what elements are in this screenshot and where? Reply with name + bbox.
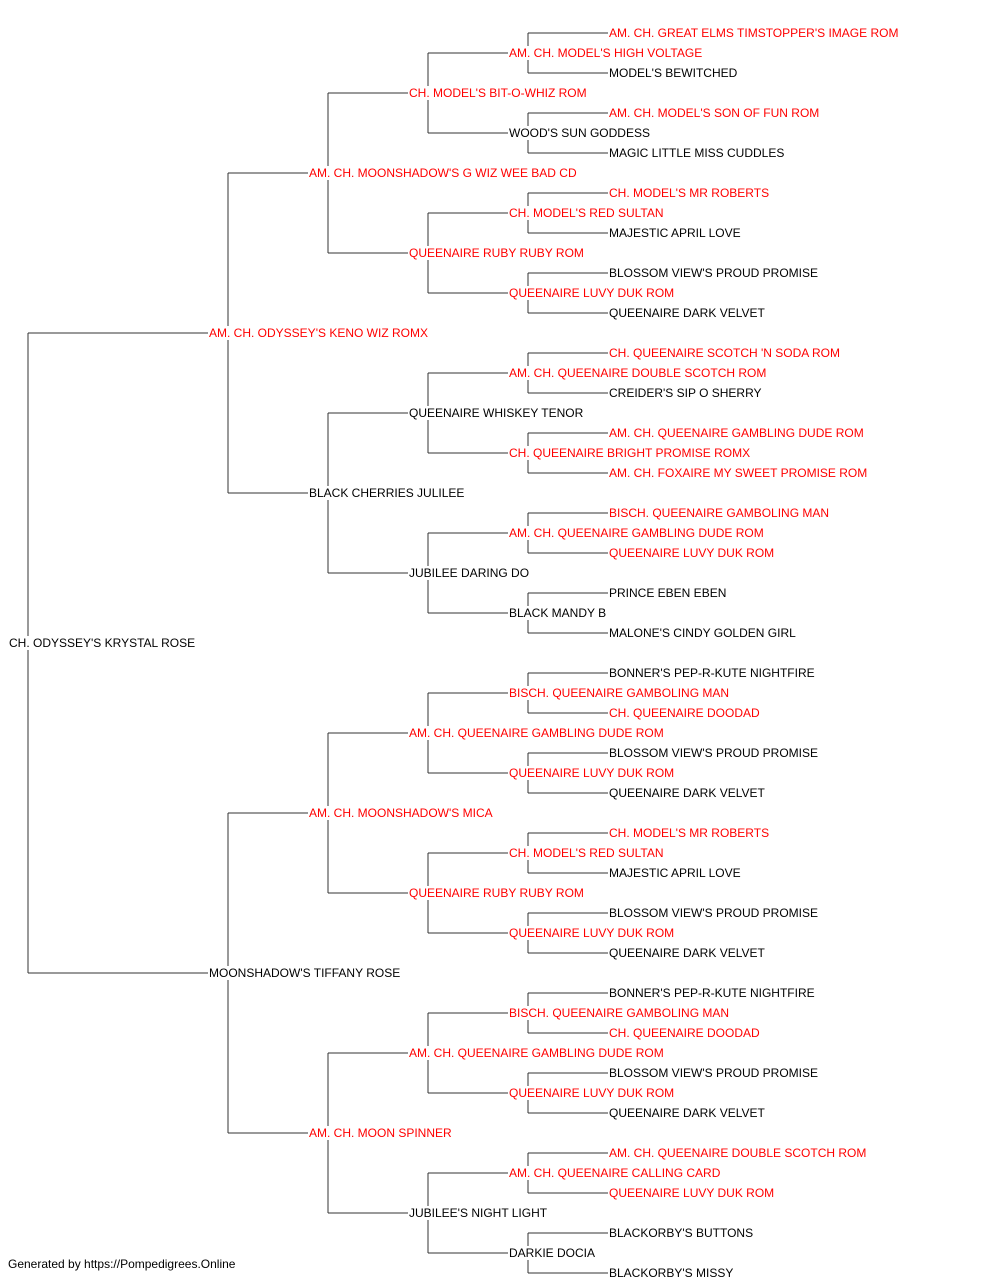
pedigree-entry-gen5: QUEENAIRE LUVY DUK ROM xyxy=(608,546,776,560)
pedigree-entry-gen5: BLOSSOM VIEW'S PROUD PROMISE xyxy=(608,906,819,920)
pedigree-entry-gen4: BISCH. QUEENAIRE GAMBOLING MAN xyxy=(508,686,731,700)
pedigree-entry-gen3: QUEENAIRE RUBY RUBY ROM xyxy=(408,246,585,260)
pedigree-entry-gen2: AM. CH. MOON SPINNER xyxy=(308,1126,453,1140)
pedigree-entry-gen5: MALONE'S CINDY GOLDEN GIRL xyxy=(608,626,797,640)
pedigree-entry-gen4: CH. QUEENAIRE BRIGHT PROMISE ROMX xyxy=(508,446,752,460)
pedigree-entry-gen5: CH. MODEL'S MR ROBERTS xyxy=(608,186,771,200)
pedigree-entry-gen4: BISCH. QUEENAIRE GAMBOLING MAN xyxy=(508,1006,731,1020)
pedigree-entry-gen5: BLOSSOM VIEW'S PROUD PROMISE xyxy=(608,746,819,760)
pedigree-entry-gen4: AM. CH. QUEENAIRE CALLING CARD xyxy=(508,1166,722,1180)
pedigree-entry-gen5: AM. CH. QUEENAIRE GAMBLING DUDE ROM xyxy=(608,426,865,440)
pedigree-entry-gen3: JUBILEE'S NIGHT LIGHT xyxy=(408,1206,549,1220)
pedigree-entry-gen2: AM. CH. MOONSHADOW'S MICA xyxy=(308,806,494,820)
pedigree-entry-gen4: BLACK MANDY B xyxy=(508,606,608,620)
pedigree-entry-gen4: WOOD'S SUN GODDESS xyxy=(508,126,651,140)
pedigree-entry-gen4: AM. CH. QUEENAIRE DOUBLE SCOTCH ROM xyxy=(508,366,768,380)
pedigree-entry-gen4: CH. MODEL'S RED SULTAN xyxy=(508,846,665,860)
pedigree-entry-gen5: BONNER'S PEP-R-KUTE NIGHTFIRE xyxy=(608,666,816,680)
pedigree-entry-gen5: QUEENAIRE LUVY DUK ROM xyxy=(608,1186,776,1200)
pedigree-entry-gen4: QUEENAIRE LUVY DUK ROM xyxy=(508,1086,676,1100)
pedigree-entry-gen5: AM. CH. GREAT ELMS TIMSTOPPER'S IMAGE RO… xyxy=(608,26,900,40)
pedigree-entry-gen5: QUEENAIRE DARK VELVET xyxy=(608,946,766,960)
pedigree-entry-gen5: MAGIC LITTLE MISS CUDDLES xyxy=(608,146,786,160)
pedigree-entry-gen3: AM. CH. QUEENAIRE GAMBLING DUDE ROM xyxy=(408,1046,665,1060)
pedigree-entry-gen5: QUEENAIRE DARK VELVET xyxy=(608,306,766,320)
pedigree-entry-gen5: PRINCE EBEN EBEN xyxy=(608,586,728,600)
pedigree-entry-gen5: MODEL'S BEWITCHED xyxy=(608,66,739,80)
pedigree-entry-gen5: BISCH. QUEENAIRE GAMBOLING MAN xyxy=(608,506,831,520)
pedigree-entry-gen4: QUEENAIRE LUVY DUK ROM xyxy=(508,766,676,780)
footer-credit: Generated by https://Pompedigrees.Online xyxy=(8,1257,236,1271)
pedigree-entry-gen3: AM. CH. QUEENAIRE GAMBLING DUDE ROM xyxy=(408,726,665,740)
pedigree-entry-gen2: AM. CH. MOONSHADOW'S G WIZ WEE BAD CD xyxy=(308,166,578,180)
pedigree-entry-gen5: QUEENAIRE DARK VELVET xyxy=(608,786,766,800)
pedigree-entry-gen3: JUBILEE DARING DO xyxy=(408,566,531,580)
pedigree-entry-gen1: MOONSHADOW'S TIFFANY ROSE xyxy=(208,966,402,980)
pedigree-entry-gen5: CH. QUEENAIRE DOODAD xyxy=(608,1026,761,1040)
pedigree-entry-gen2: BLACK CHERRIES JULILEE xyxy=(308,486,466,500)
pedigree-entry-gen5: CREIDER'S SIP O SHERRY xyxy=(608,386,763,400)
pedigree-entry-gen4: CH. MODEL'S RED SULTAN xyxy=(508,206,665,220)
pedigree-entry-gen5: AM. CH. MODEL'S SON OF FUN ROM xyxy=(608,106,821,120)
pedigree-entry-gen5: CH. MODEL'S MR ROBERTS xyxy=(608,826,771,840)
pedigree-entry-gen5: BLOSSOM VIEW'S PROUD PROMISE xyxy=(608,266,819,280)
pedigree-entry-gen3: QUEENAIRE RUBY RUBY ROM xyxy=(408,886,585,900)
pedigree-entry-gen5: BLACKORBY'S BUTTONS xyxy=(608,1226,755,1240)
pedigree-entry-gen5: CH. QUEENAIRE DOODAD xyxy=(608,706,761,720)
pedigree-entry-gen3: CH. MODEL'S BIT-O-WHIZ ROM xyxy=(408,86,588,100)
pedigree-entry-gen5: CH. QUEENAIRE SCOTCH 'N SODA ROM xyxy=(608,346,841,360)
pedigree-entry-gen4: AM. CH. MODEL'S HIGH VOLTAGE xyxy=(508,46,704,60)
pedigree-entry-gen1: AM. CH. ODYSSEY'S KENO WIZ ROMX xyxy=(208,326,429,340)
pedigree-entry-gen4: DARKIE DOCIA xyxy=(508,1246,597,1260)
pedigree-entry-gen4: AM. CH. QUEENAIRE GAMBLING DUDE ROM xyxy=(508,526,765,540)
pedigree-entry-gen5: BONNER'S PEP-R-KUTE NIGHTFIRE xyxy=(608,986,816,1000)
pedigree-entry-gen5: MAJESTIC APRIL LOVE xyxy=(608,866,742,880)
pedigree-entry-gen5: AM. CH. FOXAIRE MY SWEET PROMISE ROM xyxy=(608,466,869,480)
pedigree-entry-gen5: BLACKORBY'S MISSY xyxy=(608,1266,735,1280)
pedigree-entry-gen4: QUEENAIRE LUVY DUK ROM xyxy=(508,926,676,940)
subject-name: CH. ODYSSEY'S KRYSTAL ROSE xyxy=(8,636,197,650)
pedigree-entry-gen5: AM. CH. QUEENAIRE DOUBLE SCOTCH ROM xyxy=(608,1146,868,1160)
pedigree-entry-gen3: QUEENAIRE WHISKEY TENOR xyxy=(408,406,585,420)
pedigree-entry-gen5: MAJESTIC APRIL LOVE xyxy=(608,226,742,240)
pedigree-entry-gen5: BLOSSOM VIEW'S PROUD PROMISE xyxy=(608,1066,819,1080)
pedigree-entry-gen4: QUEENAIRE LUVY DUK ROM xyxy=(508,286,676,300)
pedigree-entry-gen5: QUEENAIRE DARK VELVET xyxy=(608,1106,766,1120)
